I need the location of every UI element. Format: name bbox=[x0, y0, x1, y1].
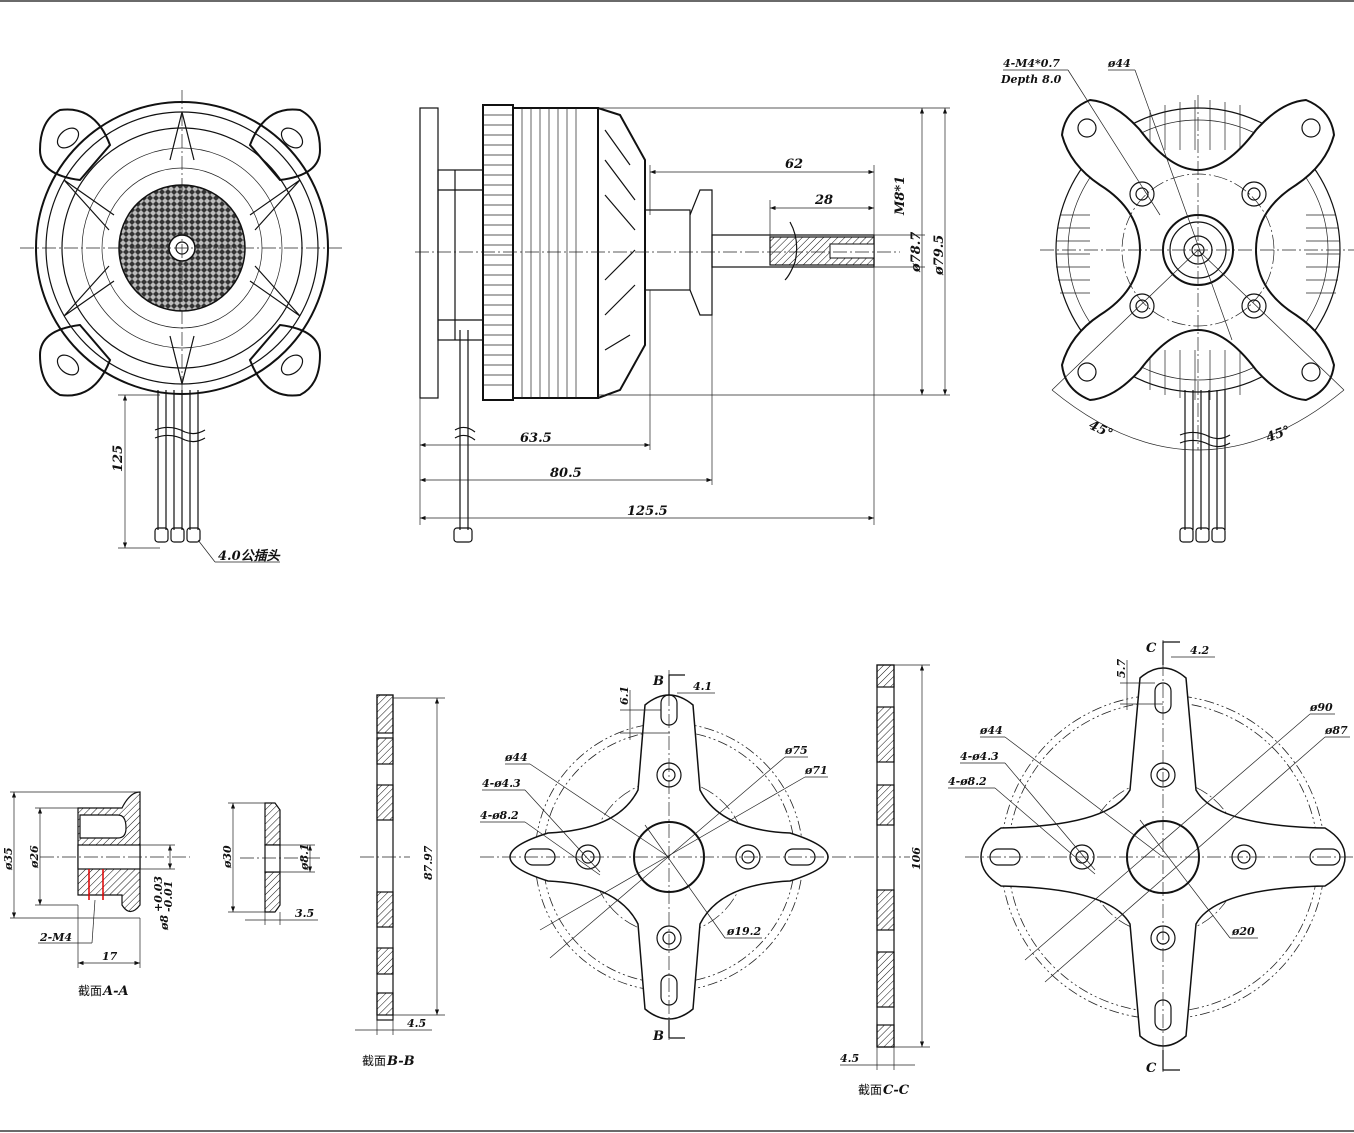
bb-caption-label: B-B bbox=[386, 1054, 415, 1069]
mount-small-marker-top: B bbox=[652, 674, 664, 689]
mount-large-dia-87-label: ø87 bbox=[1324, 724, 1348, 737]
mount-small-outer-holes-label: 4-ø8.2 bbox=[480, 809, 519, 822]
mount-large-marker-top: C bbox=[1146, 641, 1157, 656]
side-keyway-length-label: 28 bbox=[814, 193, 833, 208]
bb-thickness-label: 4.5 bbox=[407, 1017, 426, 1030]
aa-length-label: 17 bbox=[102, 950, 118, 963]
mount-large-dia-90-label: ø90 bbox=[1309, 701, 1333, 714]
mount-small-offset-y-label: 6.1 bbox=[618, 686, 631, 705]
mount-small-inner-holes-label: 4-ø4.3 bbox=[482, 777, 521, 790]
mount-small-bolt-circle-label: ø44 bbox=[504, 751, 528, 764]
section-collar: ø30 ø8.1 3.5 bbox=[221, 802, 320, 925]
cc-thickness-label: 4.5 bbox=[840, 1052, 859, 1065]
bb-height-label: 87.97 bbox=[422, 845, 435, 880]
side-length-a-label: 63.5 bbox=[520, 431, 552, 446]
cc-caption-label: C-C bbox=[883, 1083, 910, 1098]
side-thread-label: M8*1 bbox=[893, 176, 908, 216]
collar-thickness-label: 3.5 bbox=[295, 907, 314, 920]
mount-large-offset-y-label: 5.7 bbox=[1115, 659, 1128, 678]
mount-large-inner-holes-label: 4-ø4.3 bbox=[960, 750, 999, 763]
section-cc: 106 4.5 截面 C-C bbox=[840, 664, 930, 1098]
mount-small-dia-75-label: ø75 bbox=[784, 744, 808, 757]
bb-caption-prefix: 截面 bbox=[362, 1054, 386, 1068]
mount-small-marker-bottom: B bbox=[652, 1029, 664, 1044]
front-lead-length-label: 125 bbox=[111, 445, 126, 472]
mount-large-bolt-circle-label: ø44 bbox=[979, 724, 1003, 737]
side-diameter-inner-label: ø78.7 bbox=[909, 232, 924, 273]
aa-thread-label: 2-M4 bbox=[39, 931, 72, 944]
mount-small-center-hole-label: ø19.2 bbox=[726, 925, 761, 938]
aa-tol-lower-label: -0.01 bbox=[162, 881, 175, 912]
side-length-b-label: 80.5 bbox=[550, 466, 582, 481]
rear-tap-depth-label: Depth 8.0 bbox=[1000, 73, 1062, 86]
mount-large-marker-bottom: C bbox=[1146, 1061, 1157, 1076]
mount-large: C C 4.2 5.7 ø44 4-ø4.3 4-ø8.2 ø90 ø87 ø2… bbox=[948, 640, 1354, 1076]
aa-tol-upper-label: +0.03 bbox=[152, 876, 165, 912]
cc-caption-prefix: 截面 bbox=[858, 1083, 882, 1097]
side-diameter-outer-label: ø79.5 bbox=[932, 235, 947, 276]
aa-caption-prefix: 截面 bbox=[78, 984, 102, 998]
rear-angle-left-label: 45° bbox=[1086, 418, 1115, 442]
rear-angle-right-label: 45° bbox=[1264, 423, 1292, 446]
rear-bolt-circle-label: ø44 bbox=[1107, 57, 1131, 70]
side-shaft-length-label: 62 bbox=[785, 157, 803, 172]
section-bb: 87.97 4.5 截面 B-B bbox=[355, 694, 445, 1069]
front-connector-note: 4.0公插头 bbox=[218, 548, 281, 564]
side-length-total-label: 125.5 bbox=[627, 504, 668, 519]
mount-large-center-hole-label: ø20 bbox=[1231, 925, 1255, 938]
rear-tapped-holes-label: 4-M4*0.7 bbox=[1003, 57, 1060, 70]
mount-large-offset-x-label: 4.2 bbox=[1190, 644, 1209, 657]
section-aa: ø35 ø26 ø8 +0.03 -0.01 2-M4 17 截面 A-A bbox=[2, 791, 190, 999]
mount-small-dia-71-label: ø71 bbox=[804, 764, 828, 777]
rear-view: 45° 45° 4-M4*0.7 Depth 8.0 ø44 bbox=[1000, 57, 1354, 543]
aa-inner-dia-label: ø26 bbox=[28, 845, 41, 869]
side-view: 62 28 M8*1 ø78.7 ø79.5 63.5 80.5 125.5 bbox=[415, 104, 950, 543]
mount-small: B B 4.1 6.1 ø44 4-ø4.3 4-ø8.2 ø75 ø71 ø1… bbox=[480, 670, 860, 1044]
collar-outer-dia-label: ø30 bbox=[221, 845, 234, 869]
aa-bore-label: ø8 bbox=[158, 915, 171, 931]
collar-inner-dia-label: ø8.1 bbox=[298, 844, 311, 871]
mount-small-offset-x-label: 4.1 bbox=[693, 680, 712, 693]
aa-caption-label: A-A bbox=[101, 984, 129, 999]
cc-height-label: 106 bbox=[910, 847, 923, 870]
aa-outer-dia-label: ø35 bbox=[2, 847, 15, 871]
front-view: 125 4.0公插头 bbox=[20, 90, 345, 564]
mount-large-outer-holes-label: 4-ø8.2 bbox=[948, 775, 987, 788]
